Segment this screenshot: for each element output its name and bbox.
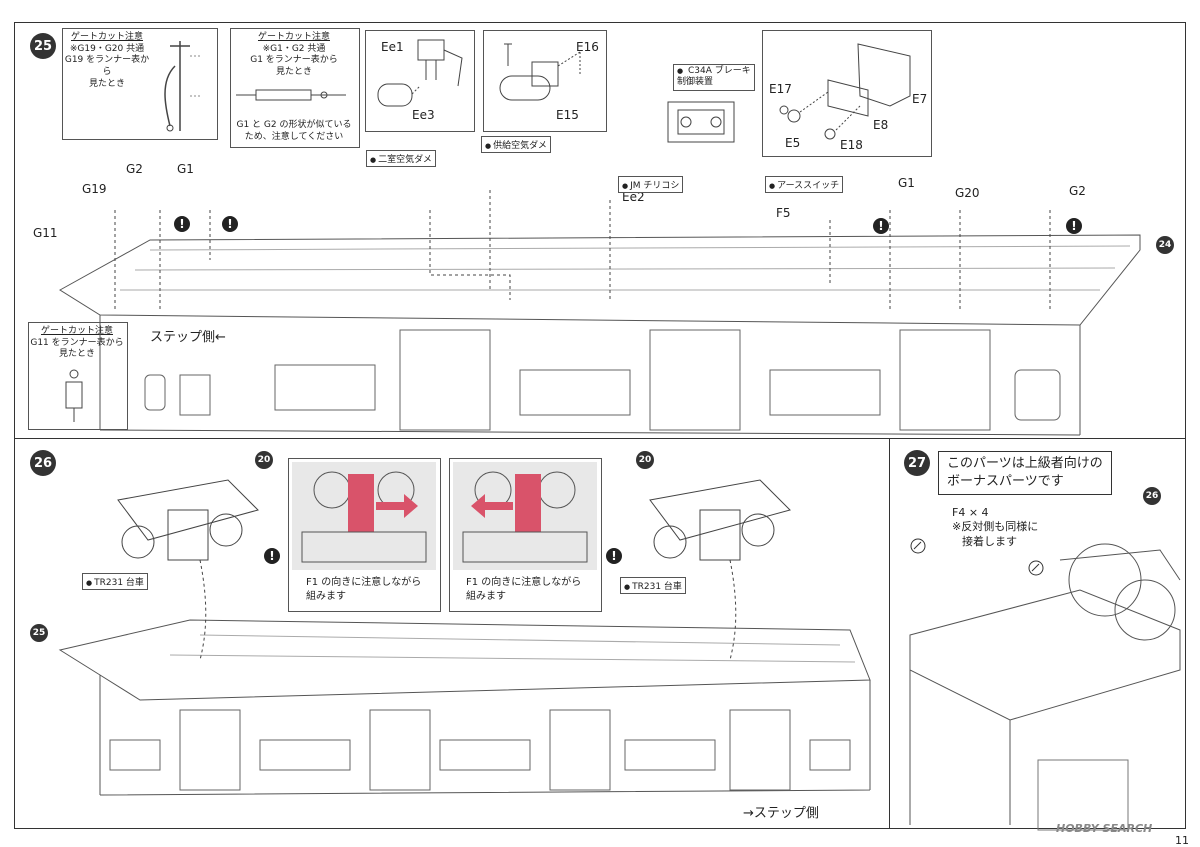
parts-box-ee <box>365 30 475 132</box>
caption-opposite-side: ※反対側も同様に 接着します <box>952 520 1039 548</box>
parts-drawing-c34a <box>667 101 735 143</box>
parts-box-e16 <box>483 30 607 132</box>
car-body-drawing-25 <box>59 190 1141 436</box>
warning-icon: ! <box>174 216 190 232</box>
part-g20: G20 <box>955 186 980 200</box>
car-body-drawing-26 <box>58 559 871 796</box>
part-g11: G11 <box>33 226 58 240</box>
glue-icon <box>910 538 926 554</box>
step-number-27: 27 <box>904 450 930 476</box>
parts-drawing-e7 <box>779 43 911 140</box>
parts-box-e7 <box>762 30 932 157</box>
warning-icon: ! <box>222 216 238 232</box>
part-ee1: Ee1 <box>381 40 404 54</box>
part-e17: E17 <box>769 82 792 96</box>
part-e5: E5 <box>785 136 801 150</box>
watermark-logo: HOBBY SEARCH <box>1056 822 1153 835</box>
f1-orientation-drawing-right <box>453 462 597 570</box>
gate-cut-note-g19 <box>62 28 218 140</box>
tag-earth-switch: アーススイッチ <box>765 176 844 193</box>
caption-f1-left: F1 の向きに注意しながら 組みます <box>306 577 422 602</box>
ref-step-24: 24 <box>1156 236 1174 254</box>
tag-kyokyu-air-tank: 供給空気ダメ <box>481 136 551 153</box>
gate-cut-note-g1-warning: G1 と G2 の形状が似ている ため、注意してください <box>236 120 352 142</box>
parts-drawing-ee <box>377 39 463 107</box>
ref-step-20-left: 20 <box>255 451 273 469</box>
part-e15: E15 <box>556 108 579 122</box>
gate-cut-note-g1 <box>230 28 360 148</box>
f1-orientation-drawing-left <box>292 462 436 570</box>
step-side-label-26: →ステップ側 <box>743 806 819 821</box>
ref-step-20-right: 20 <box>636 451 654 469</box>
gate-cut-drawing-g19 <box>164 41 202 132</box>
part-g2-left: G2 <box>126 162 143 176</box>
caption-f1-right: F1 の向きに注意しながら 組みます <box>466 577 582 602</box>
gate-cut-note-g1-text: ゲートカット注意 ※G1・G2 共通 G1 をランナー表から 見たとき <box>250 32 338 78</box>
part-e8: E8 <box>873 118 889 132</box>
gate-cut-drawing-g1 <box>236 89 346 101</box>
parts-drawing-e16 <box>499 43 581 101</box>
part-g1-left: G1 <box>177 162 194 176</box>
bonus-parts-notice: このパーツは上級者向けの ボーナスパーツです <box>938 451 1112 496</box>
tag-jm-strainer: JM チリコシ <box>618 176 684 193</box>
step-number-25: 25 <box>30 33 56 59</box>
gate-cut-note-g19-text: ゲートカット注意 ※G19・G20 共通 G19 をランナー表から 見たとき <box>64 32 150 89</box>
part-e7: E7 <box>912 92 928 106</box>
glue-icon <box>1028 560 1044 576</box>
bogie-drawing-right <box>649 479 791 561</box>
part-f4-quantity: F4 × 4 <box>952 506 989 519</box>
tag-tr231-bogie-right: TR231 台車 <box>620 577 686 594</box>
part-e18: E18 <box>840 138 863 152</box>
warning-icon: ! <box>264 548 280 564</box>
car-end-drawing-27 <box>909 543 1181 831</box>
page-number: 11 <box>1175 834 1189 847</box>
step-number-26: 26 <box>30 450 56 476</box>
part-f5: F5 <box>776 206 791 220</box>
gate-cut-note-g11-text: ゲートカット注意 G11 をランナー表から 見たとき <box>30 326 124 360</box>
step-side-label-25: ステップ側← <box>150 330 226 345</box>
ref-step-25: 25 <box>30 624 48 642</box>
tag-nishitsu-air-tank: 二室空気ダメ <box>366 150 436 167</box>
warning-icon: ! <box>1066 218 1082 234</box>
warning-icon: ! <box>606 548 622 564</box>
part-g19: G19 <box>82 182 107 196</box>
part-e16: E16 <box>576 40 599 54</box>
part-g2-right: G2 <box>1069 184 1086 198</box>
warning-icon: ! <box>873 218 889 234</box>
part-ee2: Ee2 <box>622 190 645 204</box>
part-ee3: Ee3 <box>412 108 435 122</box>
tag-tr231-bogie-left: TR231 台車 <box>82 573 148 590</box>
ref-step-26: 26 <box>1143 487 1161 505</box>
bogie-drawing-left <box>117 479 259 561</box>
part-g1-right: G1 <box>898 176 915 190</box>
gate-cut-drawing-g11 <box>65 369 83 422</box>
